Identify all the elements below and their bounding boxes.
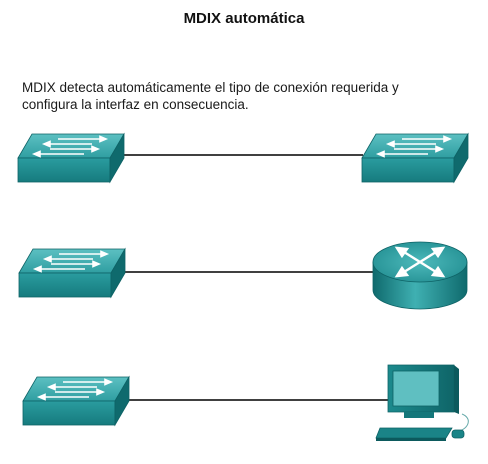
switch-icon bbox=[361, 133, 469, 183]
router-icon bbox=[372, 241, 468, 310]
description-line-1: MDIX detecta automáticamente el tipo de … bbox=[22, 80, 399, 95]
computer-icon bbox=[375, 364, 469, 441]
switch-icon bbox=[18, 248, 126, 298]
switch-icon bbox=[22, 376, 130, 426]
switch-icon bbox=[17, 133, 125, 183]
description-text: MDIX detecta automáticamente el tipo de … bbox=[22, 79, 462, 113]
description-line-2: configura la interfaz en consecuencia. bbox=[22, 97, 249, 112]
page-title: MDIX automática bbox=[183, 10, 305, 27]
